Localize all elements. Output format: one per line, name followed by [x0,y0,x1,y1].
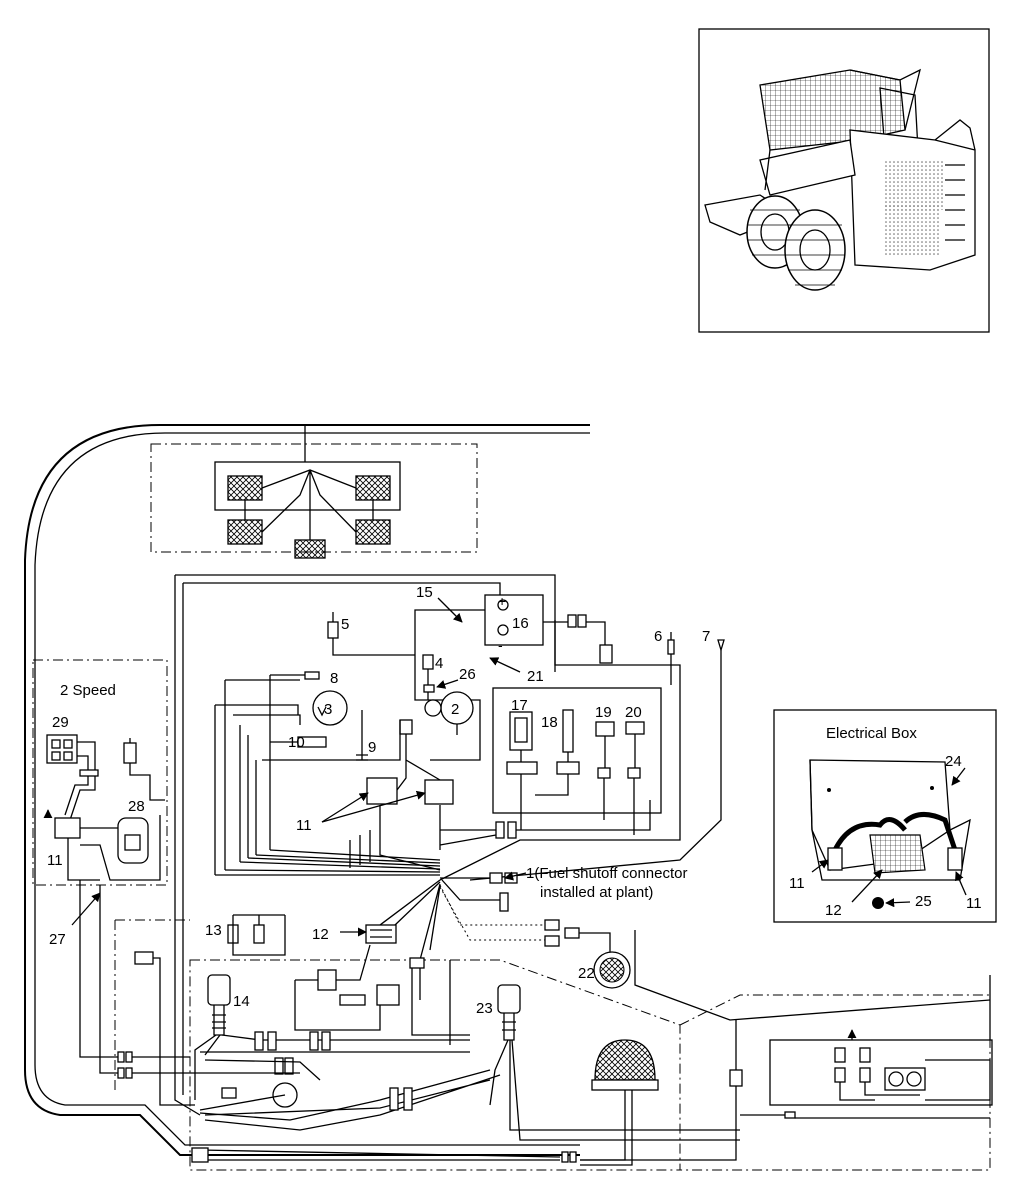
callout-27: 27 [49,931,66,948]
callout-1: 1(Fuel shutoff connector [526,865,687,882]
callout-3: 3 [324,701,332,718]
callout-18: 18 [541,714,558,731]
leader-arrows [71,679,967,937]
callout-labels: 2 Speed Electrical Box 15 16 + - 21 5 4 … [47,584,982,1017]
callout-16: 16 [512,615,529,632]
callout-12-box: 12 [825,902,842,919]
callout-23: 23 [476,1000,493,1017]
label-two-speed: 2 Speed [60,682,116,699]
fuse-block-12 [365,924,397,944]
callout-12-main: 12 [312,926,329,943]
callout-4: 4 [435,655,443,672]
callout-24: 24 [945,753,962,770]
component-3 [312,690,348,726]
callout-2: 2 [451,701,459,718]
battery-plus: + [498,593,506,609]
callout-11-two-speed: 11 [47,852,63,869]
front-light-left-upper [227,475,263,501]
callout-17: 17 [511,697,528,714]
callout-1-cont: installed at plant) [540,884,653,901]
battery-16 [484,594,544,646]
lower-region [79,880,993,1171]
callout-14: 14 [233,993,250,1010]
callout-20: 20 [625,704,642,721]
callout-8: 8 [330,670,338,687]
callout-22: 22 [578,965,595,982]
callout-11-box-right: 11 [966,895,982,912]
label-electrical-box: Electrical Box [826,725,917,742]
front-light-assembly [150,443,478,559]
front-light-left-lower [227,519,263,545]
callout-6: 6 [654,628,662,645]
machine-illustration [698,28,990,333]
main-harness [24,424,590,1156]
callout-19: 19 [595,704,612,721]
callout-5: 5 [341,616,349,633]
main-wiring-block [174,574,991,1116]
callout-15: 15 [416,584,433,601]
callout-7: 7 [702,628,710,645]
electrical-box-inset [773,709,997,923]
callout-29: 29 [52,714,69,731]
callout-13: 13 [205,922,222,939]
callout-25: 25 [915,893,932,910]
callout-28: 28 [128,798,145,815]
joystick-14 [207,974,231,1006]
callout-26: 26 [459,666,476,683]
relay-11-b [424,779,454,805]
battery-minus: - [498,637,503,653]
joystick-23 [497,984,521,1014]
callout-11-main: 11 [296,817,312,834]
relay-11-a [366,777,398,805]
two-speed-box [32,659,168,886]
callout-21: 21 [527,668,544,685]
front-light-right-lower [355,519,391,545]
callout-10: 10 [288,734,305,751]
front-light-right-upper [355,475,391,501]
callout-11-box-left: 11 [789,875,805,892]
beacon-light [594,1039,656,1081]
callout-9: 9 [368,739,376,756]
